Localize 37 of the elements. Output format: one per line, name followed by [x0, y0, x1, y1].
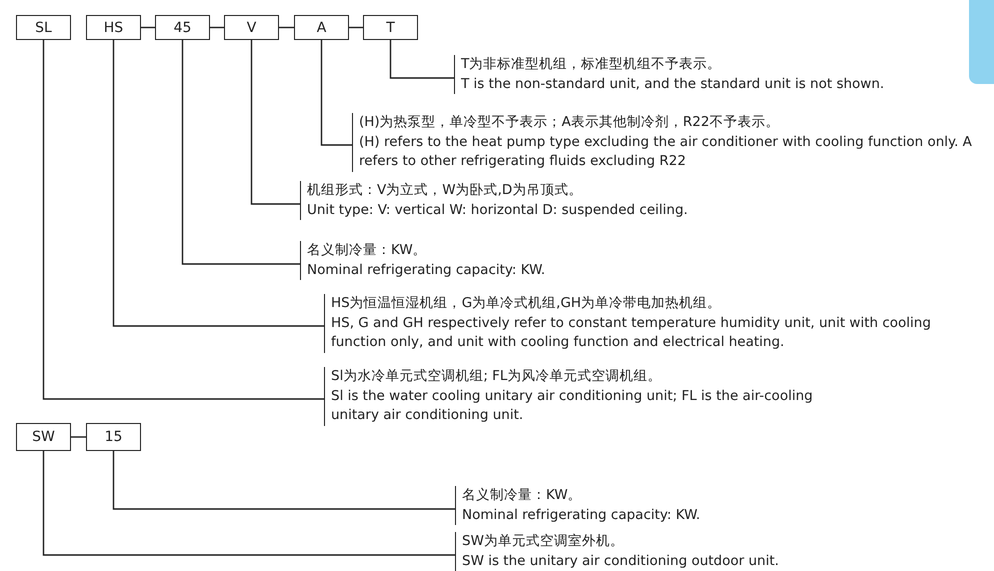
- chinese-description: 名义制冷量：KW。: [462, 486, 583, 505]
- connector-dash: [141, 26, 155, 28]
- code-box: 15: [86, 423, 141, 451]
- code-box: 45: [155, 15, 210, 40]
- leader-line: [112, 40, 324, 327]
- connector-dash: [349, 26, 363, 28]
- english-description: Nominal refrigerating capacity: KW.: [462, 506, 702, 524]
- english-description: T is the non-standard unit, and the standard unit is not shown.: [461, 74, 886, 94]
- connector-dash: [210, 26, 224, 28]
- english-description: Unit type: V: vertical W: horizontal D: suspended ceiling.: [307, 200, 689, 220]
- english-description: HS, G and GH respectively refer to constant temperature humidity unit, unit with cooling function only, and unit with cooling function and electrical heating.: [331, 314, 932, 352]
- leader-line: [42, 451, 455, 556]
- chinese-description: HS为恒温恒湿机组，G为单冷式机组,GH为单冷带电加热机组。: [331, 294, 722, 313]
- chinese-description: Sl为水冷单元式空调机组; FL为风冷单元式空调机组。: [331, 367, 662, 386]
- connector-dash: [279, 26, 294, 28]
- code-box: HS: [86, 15, 141, 40]
- chinese-description: T为非标准型机组，标准型机组不予表示。: [461, 55, 722, 74]
- leader-line: [390, 40, 454, 79]
- english-description: Nominal refrigerating capacity: KW.: [307, 260, 546, 280]
- code-box: SW: [16, 423, 71, 451]
- leader-line: [182, 40, 300, 265]
- chinese-description: 名义制冷量：KW。: [307, 241, 428, 260]
- leader-line: [250, 40, 300, 205]
- english-description: (H) refers to the heat pump type excluding the air conditioner with cooling function only. A refers to other refrigerating fluids excluding R22: [359, 132, 973, 171]
- chinese-description: (H)为热泵型，单冷型不予表示；A表示其他制冷剂，R22不予表示。: [359, 113, 780, 132]
- chinese-description: SW为单元式空调室外机。: [462, 532, 625, 551]
- chinese-description: 机组形式：V为立式，W为卧式,D为吊顶式。: [307, 181, 584, 200]
- leader-line: [112, 451, 455, 510]
- connector-dash: [71, 436, 86, 438]
- code-box: V: [224, 15, 279, 40]
- code-box: T: [363, 15, 418, 40]
- code-box: A: [294, 15, 349, 40]
- english-description: SW is the unitary air conditioning outdoor unit.: [462, 552, 780, 570]
- leader-line: [320, 40, 352, 146]
- leader-line: [42, 40, 324, 400]
- code-box: SL: [16, 15, 71, 40]
- english-description: Sl is the water cooling unitary air conditioning unit; FL is the air-cooling unitary air conditioning unit.: [331, 386, 814, 425]
